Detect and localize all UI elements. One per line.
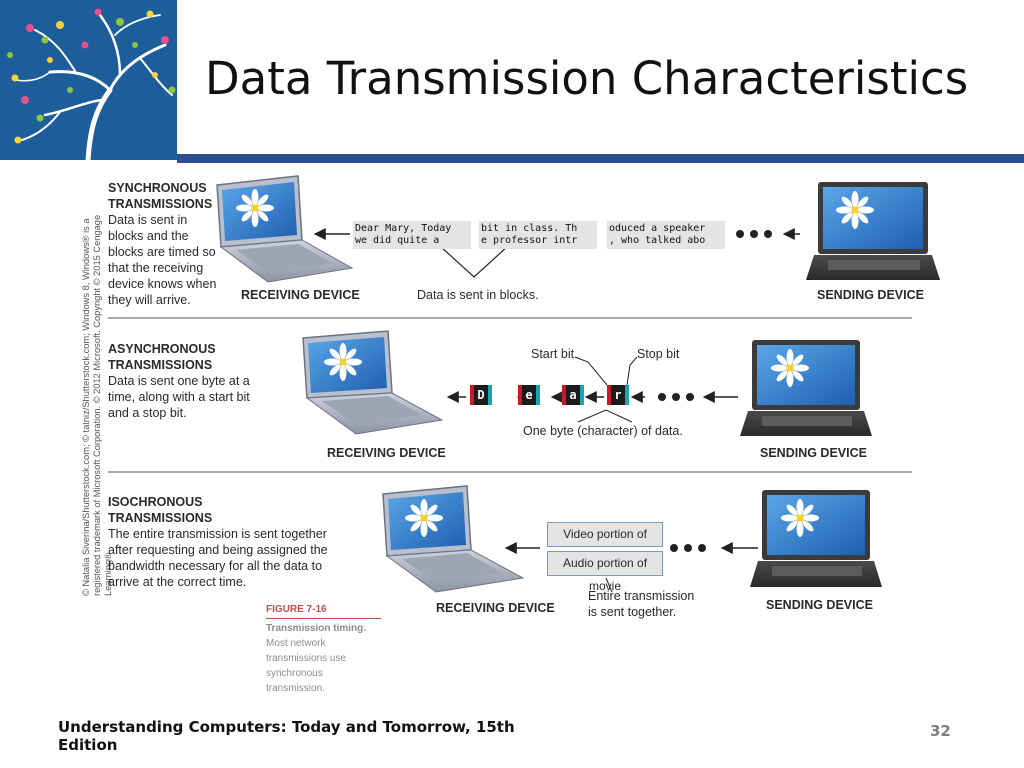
slide-page-number: 32 xyxy=(930,722,951,740)
description-line: blocks are timed so xyxy=(108,245,216,259)
description-line: they will arrive. xyxy=(108,293,191,307)
description-line: that the receiving xyxy=(108,261,204,275)
asynchronous-description: ASYNCHRONOUS TRANSMISSIONS Data is sent … xyxy=(108,341,268,421)
description-line: time, along with a start bit xyxy=(108,390,250,404)
sending-device-label: SENDING DEVICE xyxy=(817,288,924,302)
description-line: arrive at the correct time. xyxy=(108,575,247,589)
section-heading: ASYNCHRONOUS xyxy=(108,342,216,356)
receiving-laptop xyxy=(382,485,525,593)
data-block-line: oduced a speaker xyxy=(609,223,706,234)
description-line: Data is sent in xyxy=(108,213,188,227)
character-glyph: r xyxy=(611,385,625,405)
data-block-line: , who talked abo xyxy=(609,235,706,246)
label-line: Entire transmission xyxy=(588,589,695,603)
data-block-line: bit in class. Th xyxy=(481,223,578,234)
description-line: The entire transmission is sent together xyxy=(108,527,327,541)
byte-character: a xyxy=(562,385,584,405)
tree-decoration-image xyxy=(0,0,177,160)
sending-laptop xyxy=(806,182,940,280)
section-heading: ISOCHRONOUS xyxy=(108,495,203,509)
description-line: and a stop bit. xyxy=(108,406,187,420)
entire-transmission-label: Entire transmission is sent together. xyxy=(588,588,694,620)
byte-character: e xyxy=(518,385,540,405)
title-underline-bar xyxy=(177,154,1024,163)
description-line: Data is sent one byte at a xyxy=(108,374,250,388)
section-heading: TRANSMISSIONS xyxy=(108,358,213,372)
video-portion-box: Video portion of movie xyxy=(547,522,663,564)
label-line: is sent together. xyxy=(588,605,677,619)
receiving-device-label: RECEIVING DEVICE xyxy=(436,601,555,615)
audio-portion-box: Audio portion of movie xyxy=(547,551,663,593)
character-glyph: D xyxy=(474,385,488,405)
footer-book-title: Understanding Computers: Today and Tomor… xyxy=(58,718,515,754)
character-glyph: a xyxy=(566,385,580,405)
description-line: after requesting and being assigned the xyxy=(108,543,328,557)
figure-caption: FIGURE 7-16 Transmission timing. Most ne… xyxy=(266,602,381,696)
data-block-line: Dear Mary, Today xyxy=(355,223,452,234)
data-block-line: we did quite a xyxy=(355,235,440,246)
sending-laptop xyxy=(740,340,872,436)
character-glyph: e xyxy=(522,385,536,405)
sending-laptop xyxy=(750,490,882,587)
section-heading: SYNCHRONOUS xyxy=(108,181,207,195)
receiving-laptop xyxy=(216,175,354,283)
figure-caption-text: Most network transmissions use synchrono… xyxy=(266,638,347,694)
stop-bit-label: Stop bit xyxy=(637,347,680,361)
synchronous-description: SYNCHRONOUS TRANSMISSIONS Data is sent i… xyxy=(108,180,248,308)
receiving-laptop xyxy=(302,330,444,435)
sending-device-label: SENDING DEVICE xyxy=(766,598,873,612)
isochronous-description: ISOCHRONOUS TRANSMISSIONS The entire tra… xyxy=(108,494,338,590)
figure-caption-title: Transmission timing. xyxy=(266,623,367,634)
section-heading: TRANSMISSIONS xyxy=(108,197,213,211)
start-bit-label: Start bit xyxy=(531,347,575,361)
transmission-timing-figure xyxy=(108,175,940,593)
data-block-line: e professor intr xyxy=(481,235,578,246)
sending-device-label: SENDING DEVICE xyxy=(760,446,867,460)
blocks-label: Data is sent in blocks. xyxy=(417,288,539,302)
receiving-device-label: RECEIVING DEVICE xyxy=(327,446,446,460)
receiving-device-label: RECEIVING DEVICE xyxy=(241,288,360,302)
byte-character: r xyxy=(607,385,629,405)
description-line: bandwidth necessary for all the data to xyxy=(108,559,323,573)
description-line: device knows when xyxy=(108,277,217,291)
byte-label: One byte (character) of data. xyxy=(523,424,683,438)
byte-character: D xyxy=(470,385,492,405)
figure-number: FIGURE 7-16 xyxy=(266,602,381,619)
section-heading: TRANSMISSIONS xyxy=(108,511,213,525)
description-line: blocks and the xyxy=(108,229,189,243)
data-block: oduced a speaker, who talked abo xyxy=(607,221,725,249)
slide-title: Data Transmission Characteristics xyxy=(205,52,969,105)
